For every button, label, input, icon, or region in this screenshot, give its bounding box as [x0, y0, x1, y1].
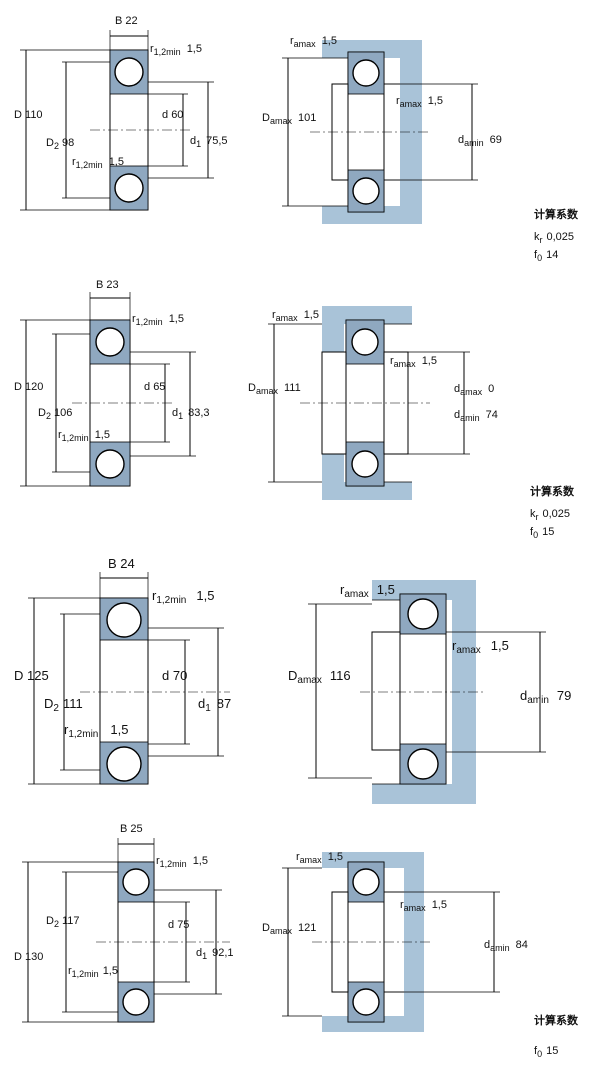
svg-text:D 120: D 120 [14, 381, 43, 393]
housing-right-shade [400, 40, 422, 224]
B-label: B 22 [115, 15, 138, 27]
svg-text:d 75: d 75 [168, 919, 189, 931]
svg-text:D 130: D 130 [14, 951, 43, 963]
svg-text:d 70: d 70 [162, 668, 187, 683]
D-label: D 110 [14, 109, 43, 121]
svg-text:计算系数: 计算系数 [530, 484, 575, 498]
d-label: d 60 [162, 109, 183, 121]
svg-text:计算系数: 计算系数 [534, 1013, 579, 1027]
svg-text:kr0,025: kr0,025 [530, 508, 570, 522]
svg-text:D 125: D 125 [14, 668, 49, 683]
top-ball [114, 57, 144, 87]
bottom-ball [114, 173, 144, 203]
svg-text:B 24: B 24 [108, 556, 135, 571]
housing-bottom-shade [322, 206, 422, 224]
svg-text:B 25: B 25 [120, 823, 143, 835]
svg-text:d 65: d 65 [144, 381, 165, 393]
housing-top-shade [322, 40, 422, 58]
calc-title: 计算系数 [534, 207, 579, 221]
svg-text:B 23: B 23 [96, 279, 119, 291]
